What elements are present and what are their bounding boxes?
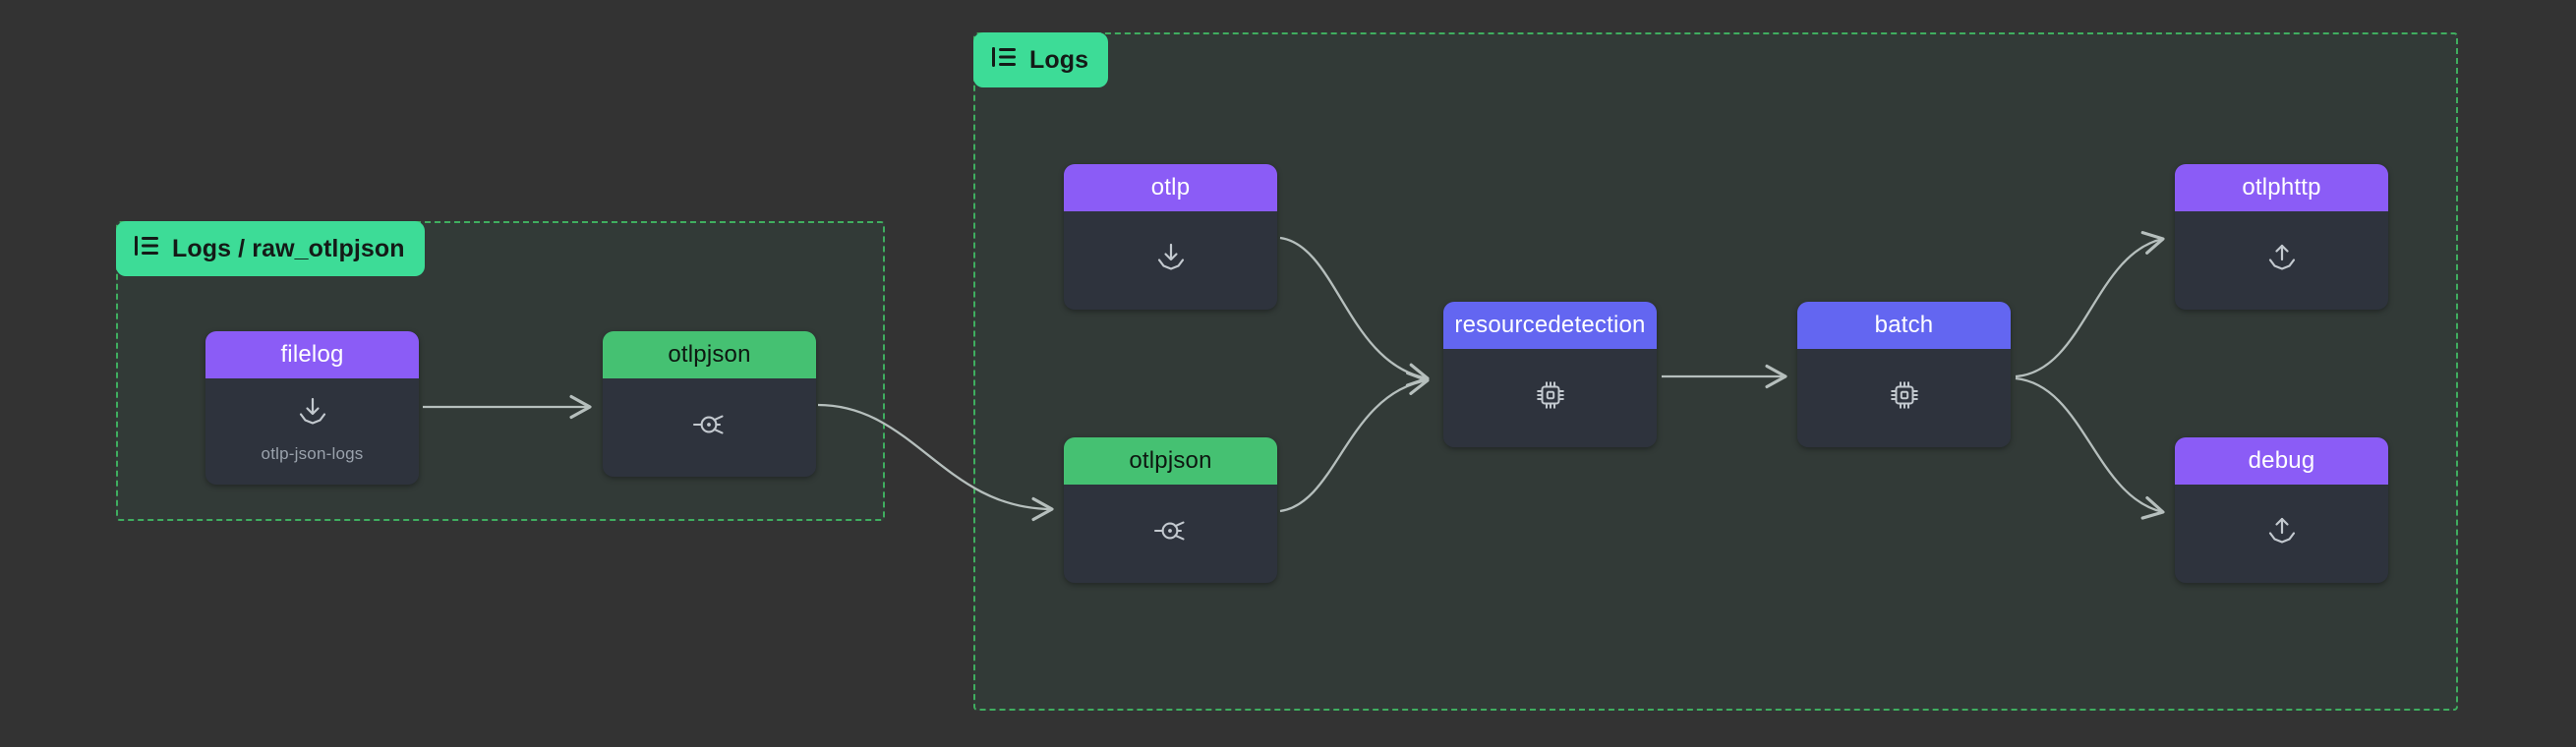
node-batch-header: batch <box>1797 302 2011 349</box>
node-otlpjson-connector-right[interactable]: otlpjson <box>1064 437 1277 583</box>
node-otlpjson-right-header: otlpjson <box>1064 437 1277 485</box>
node-batch[interactable]: batch <box>1797 302 2011 447</box>
node-debug-header: debug <box>2175 437 2388 485</box>
node-debug[interactable]: debug <box>2175 437 2388 583</box>
node-otlphttp[interactable]: otlphttp <box>2175 164 2388 310</box>
node-batch-body <box>1797 349 2011 447</box>
node-filelog-header: filelog <box>205 331 419 378</box>
node-otlp-body <box>1064 211 1277 310</box>
node-otlpjson-left-header: otlpjson <box>603 331 816 378</box>
logs-icon <box>134 235 159 263</box>
group-label-logs[interactable]: Logs <box>973 32 1109 87</box>
import-arrow-icon <box>1154 242 1188 278</box>
logs-icon <box>991 46 1017 75</box>
import-arrow-icon <box>296 396 329 432</box>
node-otlphttp-header: otlphttp <box>2175 164 2388 211</box>
node-otlpjson-right-body <box>1064 485 1277 583</box>
node-otlphttp-body <box>2175 211 2388 310</box>
node-otlpjson-left-body <box>603 378 816 477</box>
connector-icon <box>692 411 728 443</box>
group-label-text: Logs / raw_otlpjson <box>172 234 405 262</box>
node-otlp-header: otlp <box>1064 164 1277 211</box>
node-resourcedetection-header: resourcedetection <box>1443 302 1657 349</box>
group-label-logs-raw-otlpjson[interactable]: Logs / raw_otlpjson <box>116 221 425 276</box>
export-arrow-icon <box>2265 515 2299 551</box>
node-resourcedetection[interactable]: resourcedetection <box>1443 302 1657 447</box>
export-arrow-icon <box>2265 242 2299 278</box>
node-resourcedetection-body <box>1443 349 1657 447</box>
cpu-chip-icon <box>1534 378 1567 417</box>
node-filelog[interactable]: filelog otlp-json-logs <box>205 331 419 485</box>
node-filelog-body: otlp-json-logs <box>205 378 419 485</box>
cpu-chip-icon <box>1888 378 1921 417</box>
group-label-text: Logs <box>1029 45 1089 74</box>
node-debug-body <box>2175 485 2388 583</box>
node-otlpjson-connector-left[interactable]: otlpjson <box>603 331 816 477</box>
connector-icon <box>1153 517 1189 549</box>
pipeline-group-logs[interactable] <box>973 32 2458 711</box>
node-otlp-receiver[interactable]: otlp <box>1064 164 1277 310</box>
node-filelog-subtitle: otlp-json-logs <box>261 443 364 463</box>
